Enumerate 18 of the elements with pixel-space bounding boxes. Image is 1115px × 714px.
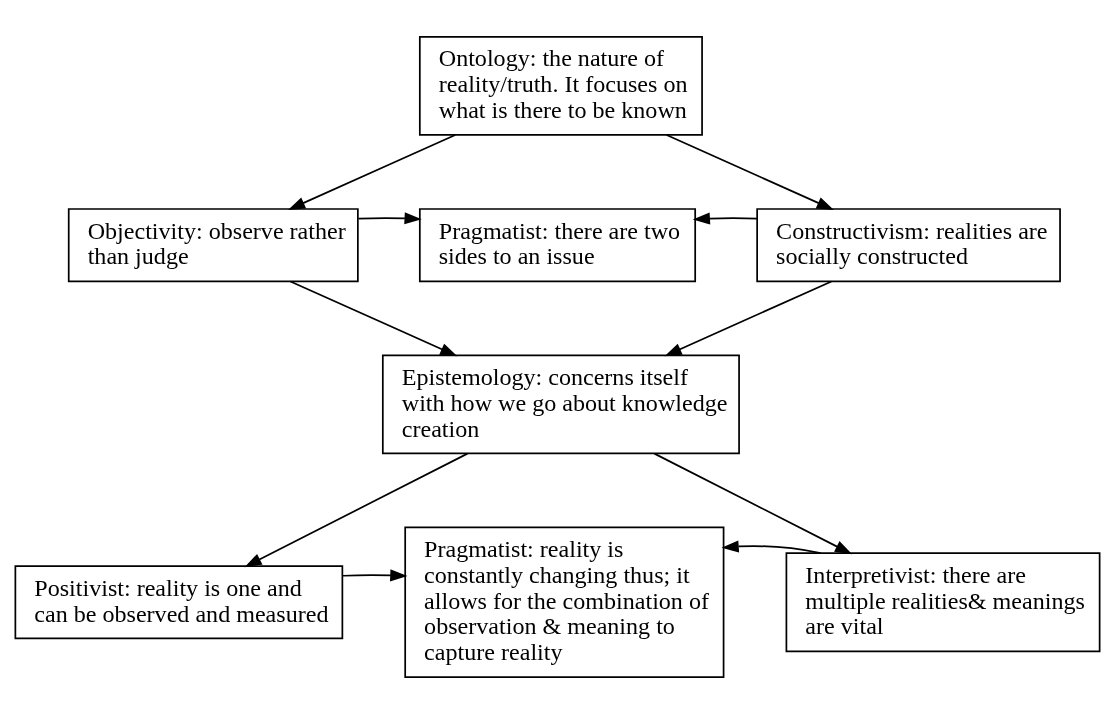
arrow	[664, 280, 833, 357]
node-box: Pragmatist: there are two sides to an issue	[418, 208, 697, 283]
arrow	[357, 212, 422, 225]
arrow	[721, 540, 822, 554]
arrow	[653, 452, 853, 555]
arrow	[288, 134, 457, 210]
node-box: Objectivity: observe rather than judge	[67, 208, 359, 283]
node-box: Positivist: reality is one and can be observed and measured	[14, 565, 344, 640]
arrow	[342, 569, 408, 582]
node-box: Ontology: the nature of reality/truth. It focuses on what is there to be known	[418, 36, 703, 136]
arrow	[692, 212, 758, 225]
arrow	[289, 280, 458, 357]
arrow	[665, 134, 834, 210]
node-box: Pragmatist: reality is constantly changing thus; it allows for the combination of observation & meaning to capture reality	[404, 526, 725, 678]
node-box: Constructivism: realities are socially constructed	[756, 208, 1061, 283]
node-box: Interpretivist: there are multiple realities& meanings are vital	[785, 552, 1101, 653]
arrow	[244, 452, 469, 568]
node-box: Epistemology: concerns itself with how we go about knowledge creation	[381, 354, 740, 455]
